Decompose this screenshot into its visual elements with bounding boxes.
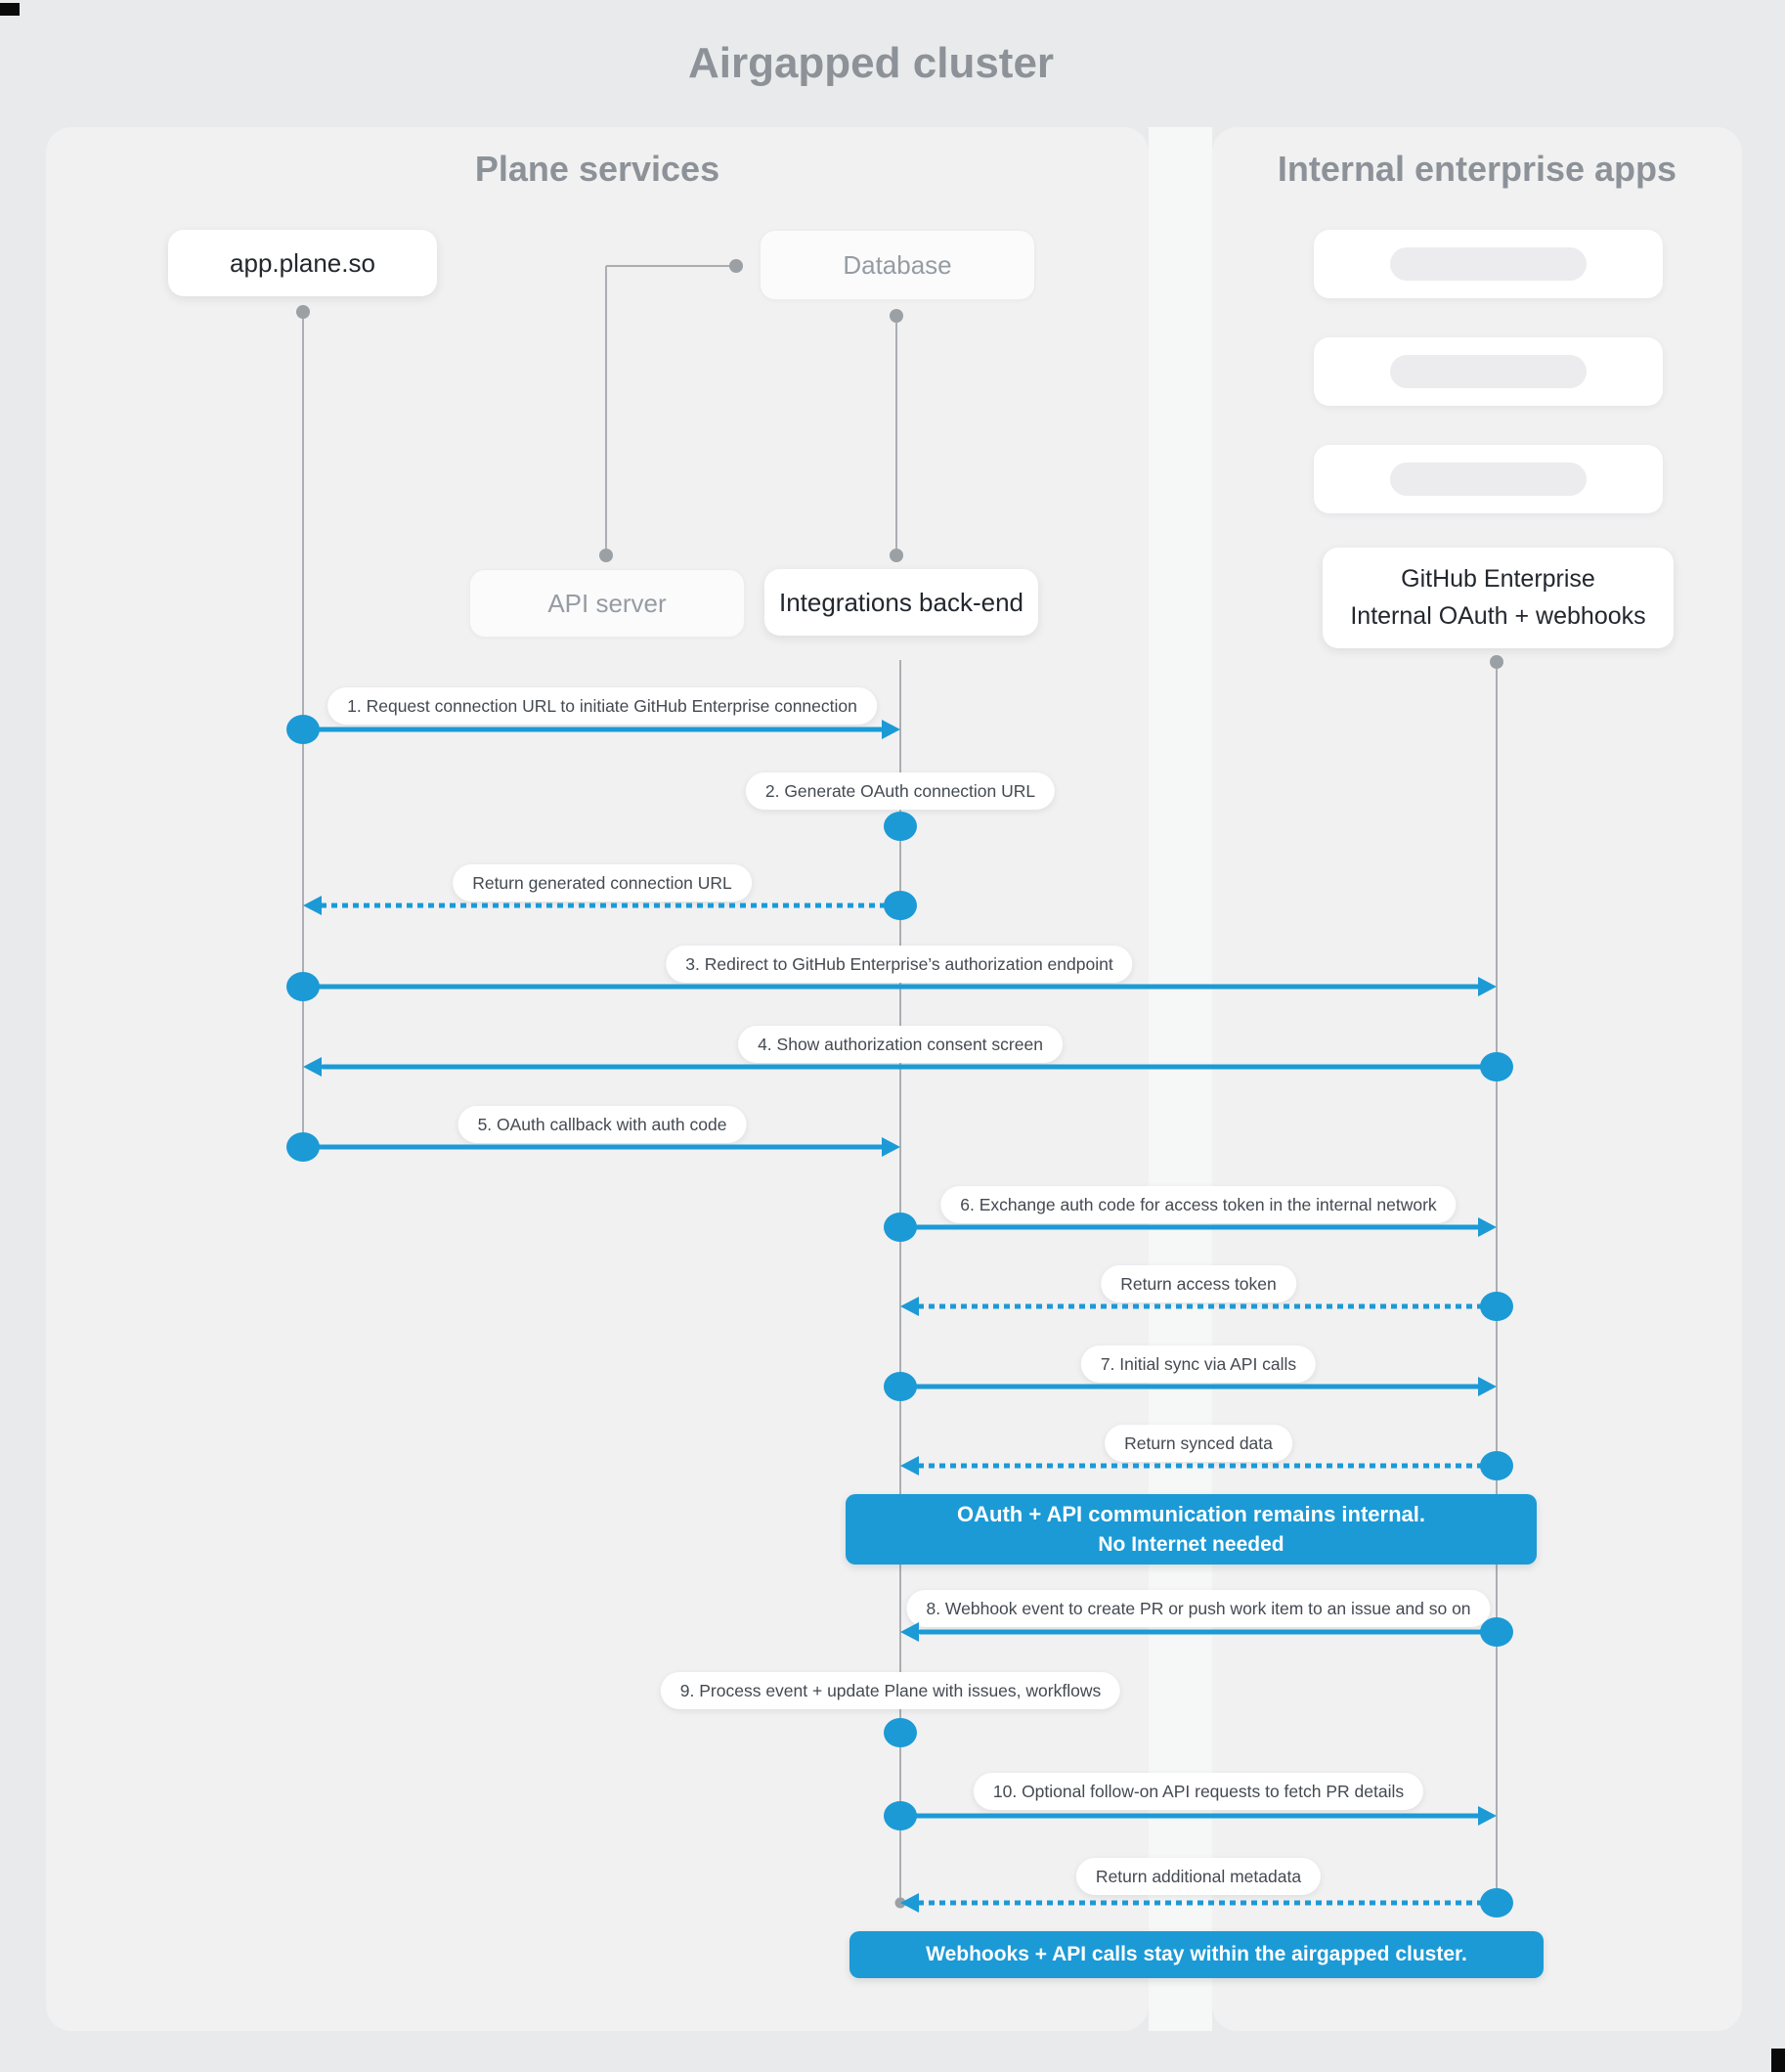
message-9-label: 7. Initial sync via API calls	[1080, 1345, 1317, 1384]
message-4-label: 3. Redirect to GitHub Enterprise’s autho…	[666, 946, 1133, 984]
message-3-label: Return generated connection URL	[453, 864, 752, 903]
actor-github-enterprise-label-line2: Internal OAuth + webhooks	[1350, 601, 1646, 630]
message-12-self-dot	[884, 1718, 917, 1747]
message-6-source-dot	[286, 1132, 320, 1162]
message-1-arrowhead	[882, 720, 900, 739]
actor-database-label: Database	[843, 249, 952, 280]
message-14-label: Return additional metadata	[1075, 1858, 1322, 1896]
github-lifeline-dot	[1490, 655, 1503, 669]
plane-services-panel-title: Plane services	[474, 149, 720, 189]
message-14-line	[918, 1900, 1497, 1906]
panel-gap	[1149, 127, 1212, 2031]
actor-api-server: API server	[469, 569, 745, 638]
github-lifeline	[1496, 669, 1498, 1903]
actor-integrations-backend: Integrations back-end	[764, 569, 1038, 636]
airgapped-note-banner: Webhooks + API calls stay within the air…	[849, 1931, 1544, 1978]
message-5-source-dot	[1480, 1052, 1513, 1081]
message-1-line	[303, 727, 884, 732]
message-4-source-dot	[286, 972, 320, 1001]
skeleton-app-card-1	[1314, 230, 1663, 298]
message-4-arrowhead	[1478, 977, 1497, 996]
message-10-line	[918, 1463, 1497, 1469]
message-5-label: 4. Show authorization consent screen	[738, 1026, 1063, 1064]
integrations-lifeline	[899, 660, 901, 1903]
actor-github-enterprise-label-line1: GitHub Enterprise	[1401, 565, 1595, 593]
message-4-line	[303, 984, 1480, 990]
skeleton-placeholder-1	[1390, 247, 1587, 281]
page-title: Airgapped cluster	[687, 39, 1055, 87]
message-1-source-dot	[286, 715, 320, 744]
message-7-label: 6. Exchange auth code for access token i…	[940, 1186, 1457, 1224]
skeleton-placeholder-2	[1390, 355, 1587, 388]
message-11-arrowhead	[900, 1622, 919, 1642]
message-10-label: Return synced data	[1105, 1425, 1292, 1463]
message-1-label: 1. Request connection URL to initiate Gi…	[327, 687, 877, 726]
message-12-label: 9. Process event + update Plane with iss…	[660, 1672, 1121, 1710]
message-10-source-dot	[1480, 1451, 1513, 1480]
actor-app-plane-so-label: app.plane.so	[230, 247, 375, 278]
message-2-label: 2. Generate OAuth connection URL	[745, 772, 1056, 811]
message-13-line	[900, 1813, 1480, 1819]
database-connector-dot-top	[890, 309, 903, 323]
plane-services-panel	[46, 127, 1149, 2031]
actor-api-server-label: API server	[547, 588, 667, 618]
message-11-source-dot	[1480, 1617, 1513, 1647]
message-8-line	[918, 1303, 1497, 1309]
message-9-source-dot	[884, 1372, 917, 1401]
message-2-self-dot	[884, 812, 917, 841]
message-9-line	[900, 1384, 1480, 1389]
internal-note-line1: OAuth + API communication remains intern…	[957, 1502, 1425, 1526]
message-8-source-dot	[1480, 1292, 1513, 1321]
internal-enterprise-apps-panel-title: Internal enterprise apps	[1277, 149, 1677, 189]
message-3-source-dot	[884, 891, 917, 920]
message-6-label: 5. OAuth callback with auth code	[457, 1106, 747, 1144]
message-13-arrowhead	[1478, 1806, 1497, 1826]
database-connector-line	[895, 323, 897, 549]
message-10-arrowhead	[900, 1456, 919, 1476]
internal-note-banner: OAuth + API communication remains intern…	[846, 1494, 1537, 1565]
message-13-label: 10. Optional follow-on API requests to f…	[973, 1773, 1424, 1811]
message-11-line	[918, 1629, 1497, 1635]
message-3-line	[321, 903, 900, 908]
corner-mark-bottom-right	[1771, 2049, 1785, 2072]
api-connector-dot-database-side	[729, 259, 743, 273]
skeleton-app-card-3	[1314, 445, 1663, 513]
actor-integrations-backend-label: Integrations back-end	[778, 587, 1024, 617]
message-8-label: Return access token	[1101, 1265, 1296, 1303]
actor-github-enterprise: GitHub Enterprise Internal OAuth + webho…	[1323, 548, 1674, 648]
api-connector-dot-server-side	[599, 549, 613, 562]
message-7-line	[900, 1224, 1480, 1230]
message-14-arrowhead	[900, 1893, 919, 1913]
message-5-arrowhead	[303, 1057, 322, 1077]
message-11-label: 8. Webhook event to create PR or push wo…	[906, 1590, 1491, 1628]
message-13-source-dot	[884, 1801, 917, 1830]
actor-database: Database	[760, 230, 1035, 300]
app-plane-lifeline-dot	[296, 305, 310, 319]
message-6-line	[303, 1144, 884, 1150]
corner-mark-top-left	[0, 3, 20, 16]
airgapped-note-text: Webhooks + API calls stay within the air…	[926, 1943, 1467, 1965]
skeleton-placeholder-3	[1390, 463, 1587, 496]
api-server-connector-vertical	[605, 266, 607, 549]
actor-app-plane-so: app.plane.so	[168, 230, 437, 296]
api-server-connector-horizontal	[606, 265, 736, 267]
skeleton-app-card-2	[1314, 337, 1663, 406]
message-8-arrowhead	[900, 1297, 919, 1316]
message-14-source-dot	[1480, 1888, 1513, 1918]
message-7-arrowhead	[1478, 1217, 1497, 1237]
message-3-arrowhead	[303, 896, 322, 915]
message-6-arrowhead	[882, 1137, 900, 1157]
message-7-source-dot	[884, 1212, 917, 1242]
database-connector-dot-bottom	[890, 549, 903, 562]
message-9-arrowhead	[1478, 1377, 1497, 1396]
internal-enterprise-apps-panel	[1212, 127, 1742, 2031]
message-5-line	[321, 1064, 1497, 1070]
internal-note-line2: No Internet needed	[1098, 1533, 1284, 1556]
